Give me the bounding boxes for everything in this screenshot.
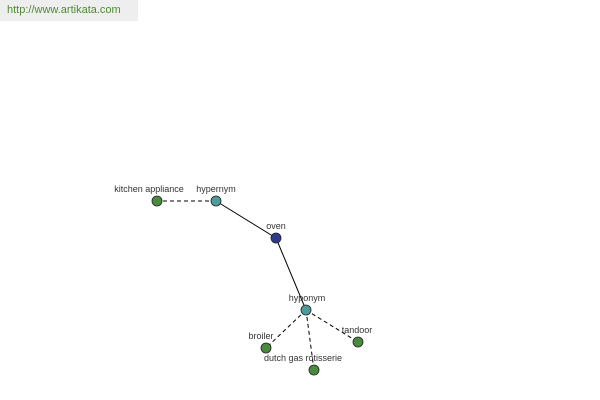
source-bar: http://www.artikata.com	[0, 0, 138, 21]
node-broiler[interactable]	[260, 342, 272, 354]
node-dutch-gas-rotisserie[interactable]	[308, 364, 320, 376]
label-broiler: broiler	[248, 331, 273, 341]
label-hypernym: hypernym	[196, 184, 236, 194]
label-tandoor: tandoor	[342, 325, 373, 335]
label-kitchen-appliance: kitchen appliance	[114, 184, 184, 194]
node-hypernym[interactable]	[210, 195, 222, 207]
label-oven: oven	[266, 221, 286, 231]
graph-edges	[157, 200, 359, 371]
graph-nodes	[151, 195, 364, 376]
label-hyponym: hyponym	[289, 293, 326, 303]
edge-oven-hypernym	[215, 200, 277, 239]
node-kitchen-appliance[interactable]	[151, 195, 163, 207]
graph-labels: oven hypernym hyponym kitchen appliance broi…	[114, 184, 372, 363]
edge-hyponym-dutch-gas-rotisserie	[305, 309, 315, 371]
label-dutch-gas-rotisserie: dutch gas rotisserie	[264, 353, 342, 363]
edge-hyponym-tandoor	[305, 309, 359, 343]
source-link[interactable]: http://www.artikata.com	[7, 4, 121, 16]
edge-hyponym-broiler	[265, 309, 307, 349]
node-tandoor[interactable]	[352, 336, 364, 348]
edge-oven-hyponym	[275, 237, 307, 311]
node-oven[interactable]	[270, 232, 282, 244]
node-hyponym[interactable]	[300, 304, 312, 316]
